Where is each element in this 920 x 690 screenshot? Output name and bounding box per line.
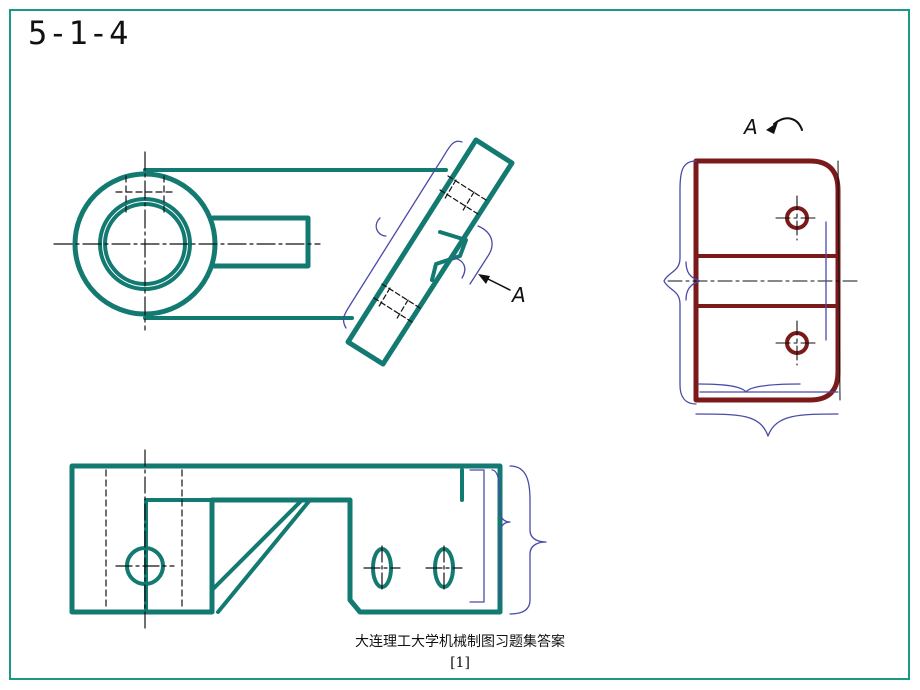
front-braces xyxy=(469,465,547,615)
exercise-number: 5-1-4 xyxy=(28,14,130,52)
aux-outline xyxy=(693,158,841,403)
rib-top-outline xyxy=(210,215,311,269)
rib-triangle xyxy=(210,498,312,614)
front-view xyxy=(69,449,547,633)
flange-step xyxy=(430,230,468,282)
front-center-lines xyxy=(115,449,463,633)
aux-braces xyxy=(663,160,839,437)
caption-page-ref: [1] xyxy=(450,655,470,671)
caption: 大连理工大学机械制图习题集答案 [1] xyxy=(0,632,920,674)
view-a-arrow xyxy=(478,274,511,291)
view-label-a: A xyxy=(742,115,758,139)
flange-braces xyxy=(342,140,493,329)
inclined-flange-view: A xyxy=(342,137,526,367)
auxiliary-view-a: A xyxy=(663,115,859,437)
caption-title: 大连理工大学机械制图习题集答案 xyxy=(355,634,565,650)
section-label-a: A xyxy=(510,283,526,307)
aux-rotate-arrow xyxy=(766,117,803,134)
front-outline xyxy=(69,463,503,615)
top-view xyxy=(53,151,448,331)
boss-hidden-lines xyxy=(115,175,175,213)
flange-outline xyxy=(345,137,515,367)
flange-hidden-holes xyxy=(373,175,487,323)
slide-border xyxy=(9,9,910,680)
top-view-center-lines xyxy=(53,151,321,331)
front-hidden-lines xyxy=(105,469,183,609)
